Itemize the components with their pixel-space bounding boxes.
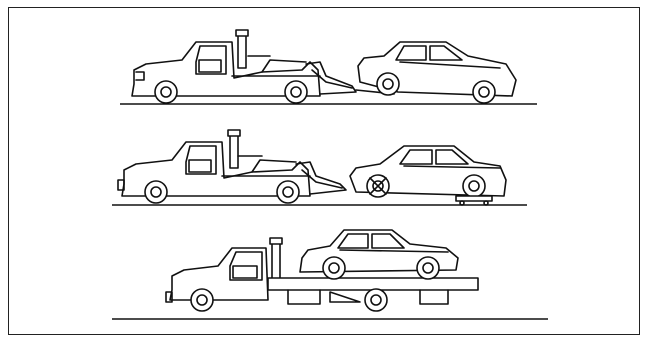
scene-wheel-lift bbox=[120, 30, 537, 104]
tow-truck-1 bbox=[132, 30, 394, 103]
towed-car-2 bbox=[350, 146, 506, 205]
towed-car-1 bbox=[358, 42, 516, 103]
wheel-dolly bbox=[456, 196, 492, 201]
tow-truck-2 bbox=[118, 130, 346, 203]
carried-car bbox=[300, 230, 458, 279]
scene-wheel-lift-dollies bbox=[112, 130, 527, 205]
scene-flatbed bbox=[112, 230, 548, 319]
